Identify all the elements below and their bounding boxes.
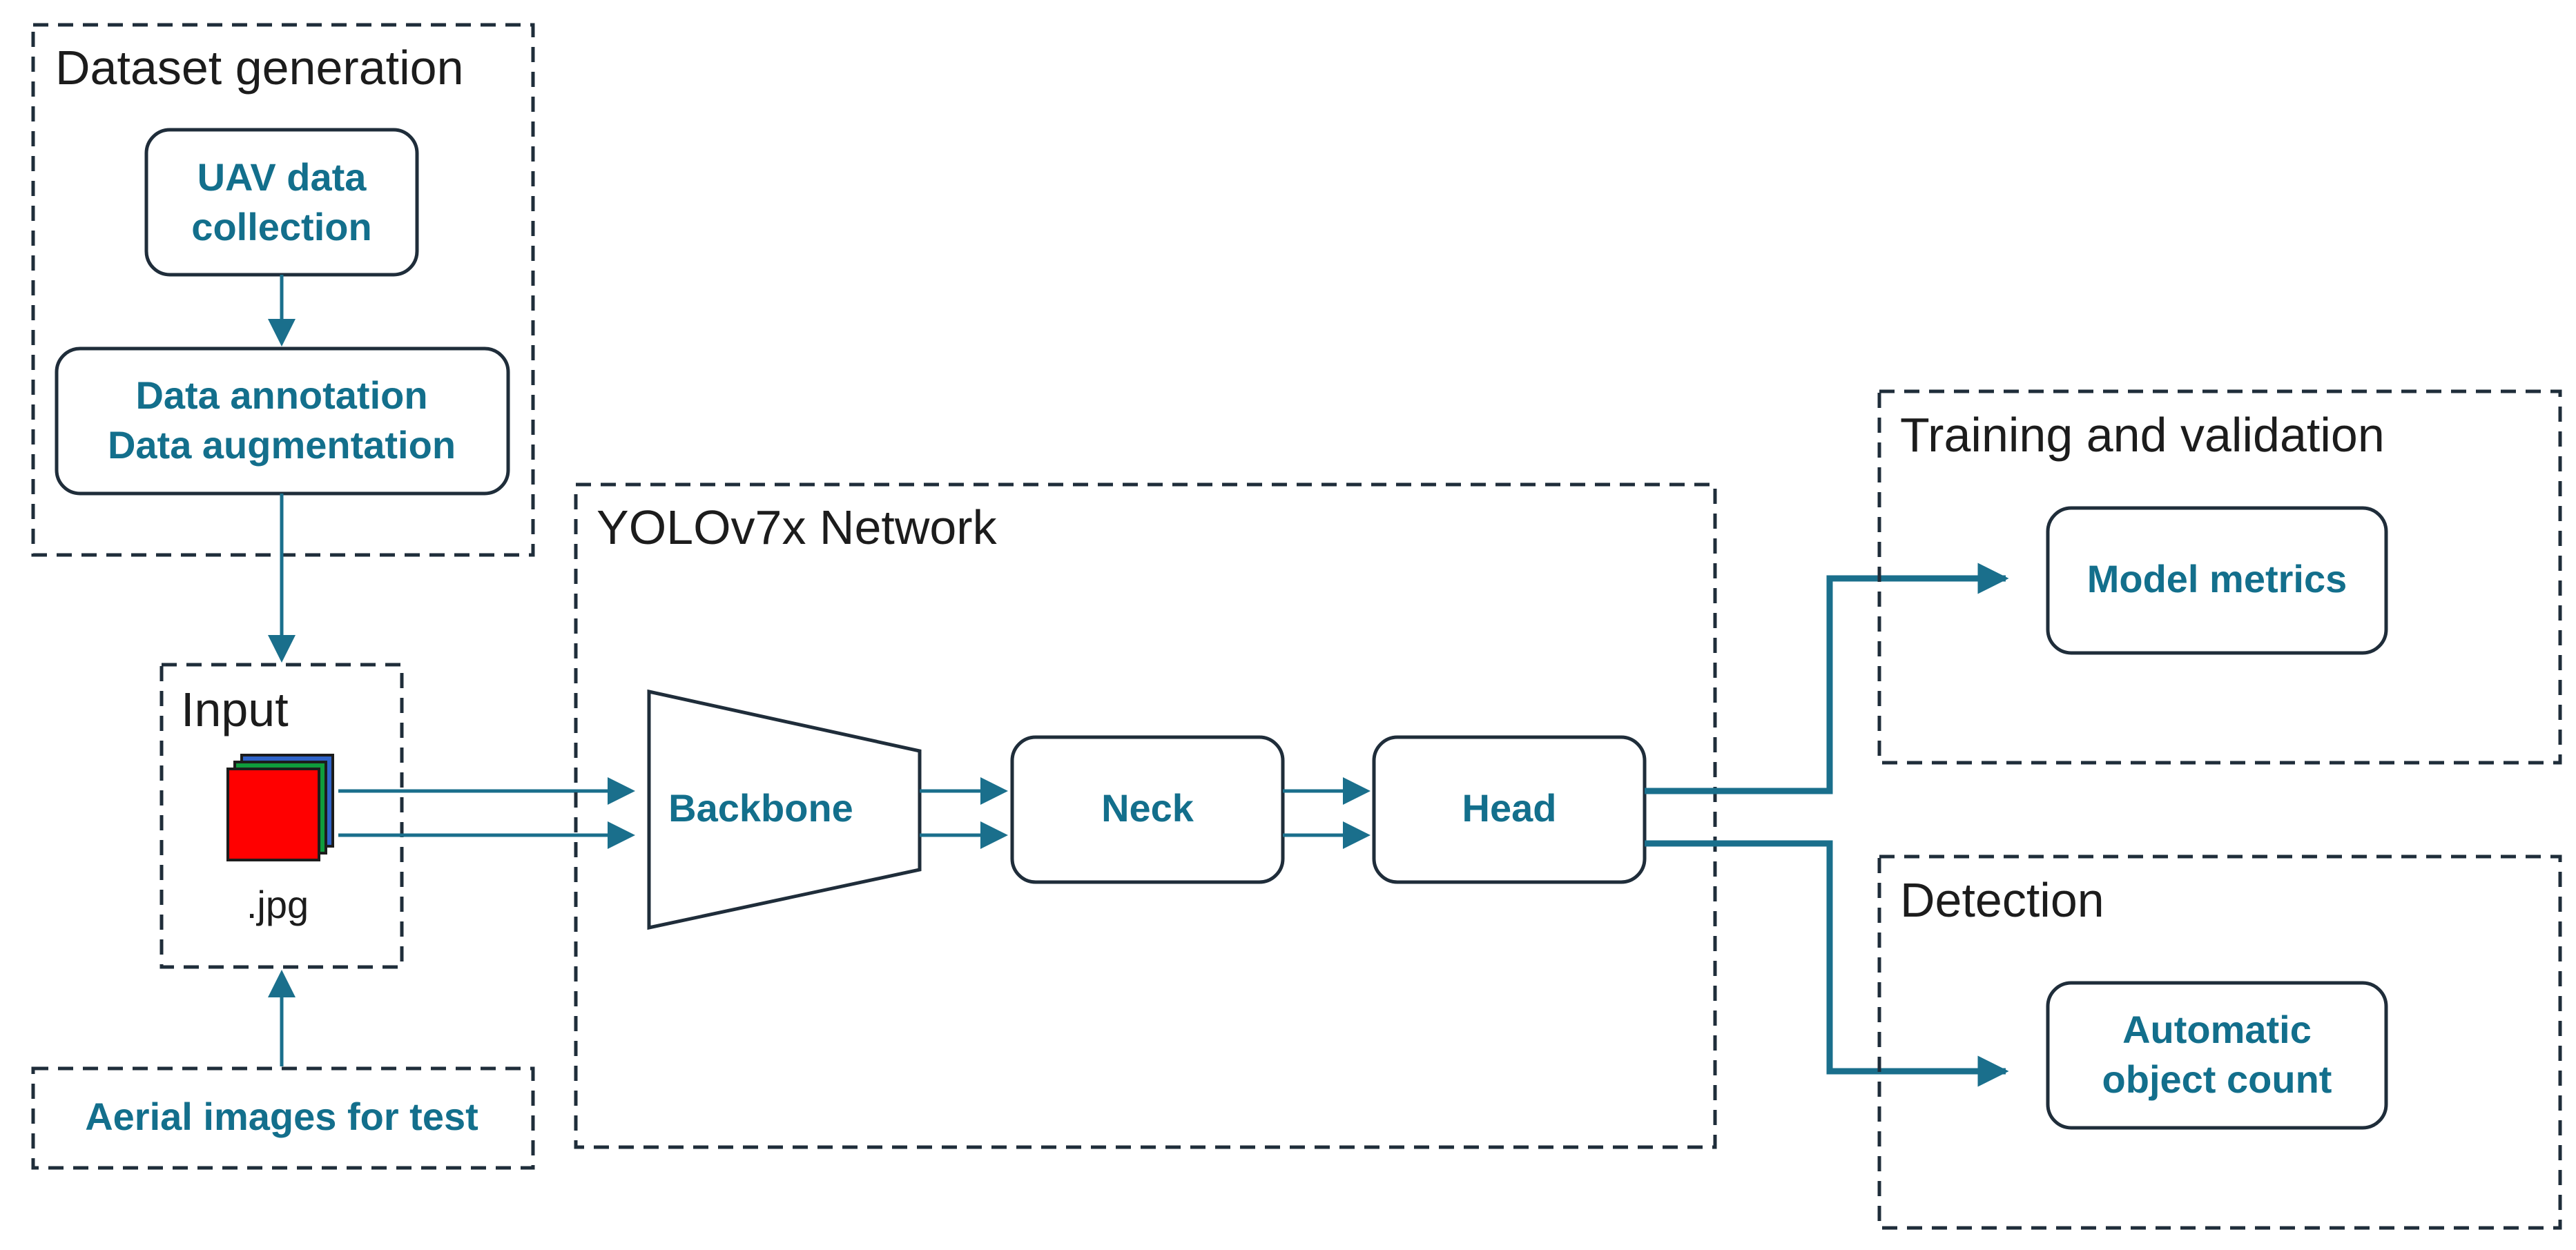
annotation-label-line2: Data augmentation [108, 423, 456, 467]
object-count-label-line2: object count [2102, 1057, 2332, 1101]
neck-box [1010, 735, 1285, 884]
backbone-node: Backbone [647, 689, 922, 930]
head-box [1372, 735, 1647, 884]
neck-label: Neck [1101, 786, 1194, 830]
arrow-head-to-object-count [1645, 840, 2009, 1087]
arrow-head-to-model-metrics [1645, 563, 2009, 794]
model-metrics-label: Model metrics [2087, 557, 2347, 600]
test-images-group: Aerial images for test [31, 1066, 535, 1170]
uav-collection-box [144, 128, 419, 277]
detection-frame [1877, 855, 2562, 1230]
uav-collection-label-line1: UAV data [197, 155, 367, 199]
detection-title: Detection [1900, 873, 2104, 927]
yolov7x-network-frame [574, 482, 1717, 1149]
dataset-generation-group: Dataset generation UAV data collection D… [31, 23, 535, 557]
model-metrics-node: Model metrics [2046, 506, 2388, 655]
input-group: Input .jpg [159, 663, 404, 969]
yolov7x-network-group: YOLOv7x Network Backbone Neck Head [574, 482, 1717, 1149]
annotation-augmentation-node: Data annotation Data augmentation [55, 346, 510, 496]
object-count-label-line1: Automatic [2122, 1008, 2312, 1051]
neck-node: Neck [1010, 735, 1285, 884]
object-count-box [2046, 981, 2388, 1130]
detection-group: Detection Automatic object count [1877, 855, 2562, 1230]
training-validation-frame [1877, 389, 2562, 765]
uav-collection-label-line2: collection [191, 205, 371, 248]
backbone-trapezoid [647, 689, 922, 930]
object-count-node: Automatic object count [2046, 981, 2388, 1130]
test-images-label: Aerial images for test [85, 1095, 478, 1138]
annotation-augmentation-box [55, 346, 510, 496]
head-node: Head [1372, 735, 1647, 884]
backbone-label: Backbone [668, 786, 853, 830]
model-metrics-box [2046, 506, 2388, 655]
input-title: Input [181, 683, 289, 736]
input-frame [159, 663, 404, 969]
dataset-generation-title: Dataset generation [55, 41, 464, 95]
training-validation-title: Training and validation [1900, 408, 2385, 462]
image-stack-icon [226, 754, 334, 861]
yolov7x-network-title: YOLOv7x Network [597, 500, 998, 554]
annotation-label-line1: Data annotation [135, 373, 427, 417]
image-front-layer [226, 768, 320, 861]
file-extension-label: .jpg [246, 883, 309, 926]
test-images-frame [31, 1066, 535, 1170]
uav-collection-node: UAV data collection [144, 128, 419, 277]
training-validation-group: Training and validation Model metrics [1877, 389, 2562, 765]
head-label: Head [1462, 786, 1557, 830]
